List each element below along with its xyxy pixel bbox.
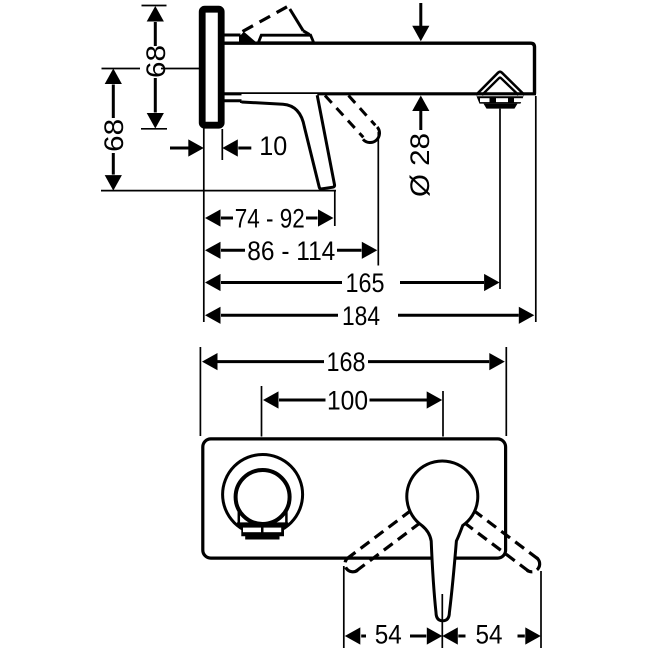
svg-text:54: 54 (375, 620, 402, 650)
svg-text:68: 68 (99, 119, 129, 152)
svg-text:165: 165 (346, 268, 385, 298)
svg-text:86 - 114: 86 - 114 (247, 236, 335, 266)
svg-text:54: 54 (476, 620, 503, 650)
svg-text:184: 184 (342, 301, 380, 331)
svg-text:74 - 92: 74 - 92 (235, 204, 305, 234)
svg-text:68: 68 (141, 45, 171, 78)
svg-text:100: 100 (327, 386, 368, 416)
svg-text:Ø 28: Ø 28 (405, 133, 435, 197)
svg-text:10: 10 (259, 131, 287, 161)
svg-text:168: 168 (327, 347, 366, 377)
